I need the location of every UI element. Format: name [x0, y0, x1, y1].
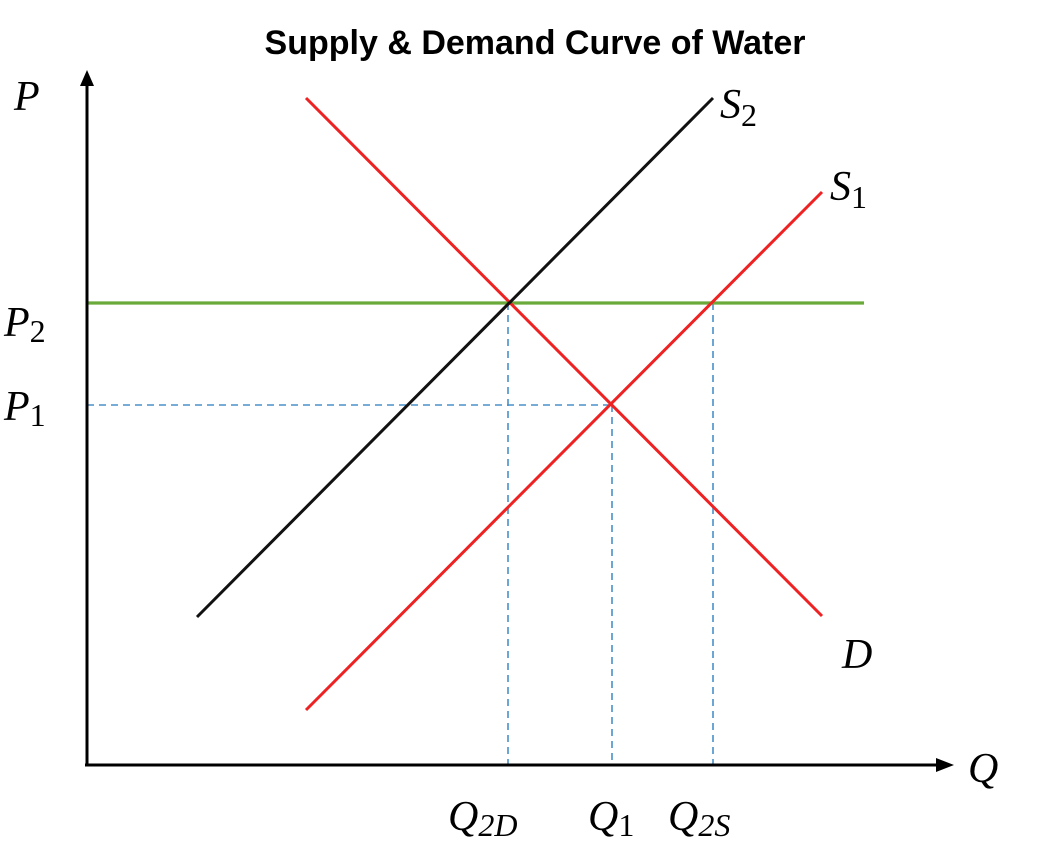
demand-curve — [304, 96, 824, 618]
quantity-label-q1: Q1 — [588, 794, 634, 843]
quantity-label-q2s: Q2S — [668, 794, 730, 843]
curve-label-s1: S1 — [830, 164, 867, 215]
x-axis-label: Q — [968, 746, 998, 792]
supply-curve-s2 — [195, 96, 715, 619]
y-axis-arrow — [80, 70, 94, 86]
y-axis-label: P — [13, 74, 40, 120]
price-label-p2: P2 — [3, 300, 46, 349]
guide-lines — [87, 303, 714, 765]
x-axis-arrow — [936, 758, 954, 772]
quantity-label-q2d: Q2D — [448, 794, 517, 843]
curve-label-d: D — [841, 632, 872, 678]
chart-title: Supply & Demand Curve of Water — [265, 24, 806, 62]
price-label-p1: P1 — [3, 384, 46, 433]
curve-label-s2: S2 — [720, 82, 757, 133]
supply-curve-s1 — [304, 190, 824, 712]
axes — [80, 70, 954, 772]
